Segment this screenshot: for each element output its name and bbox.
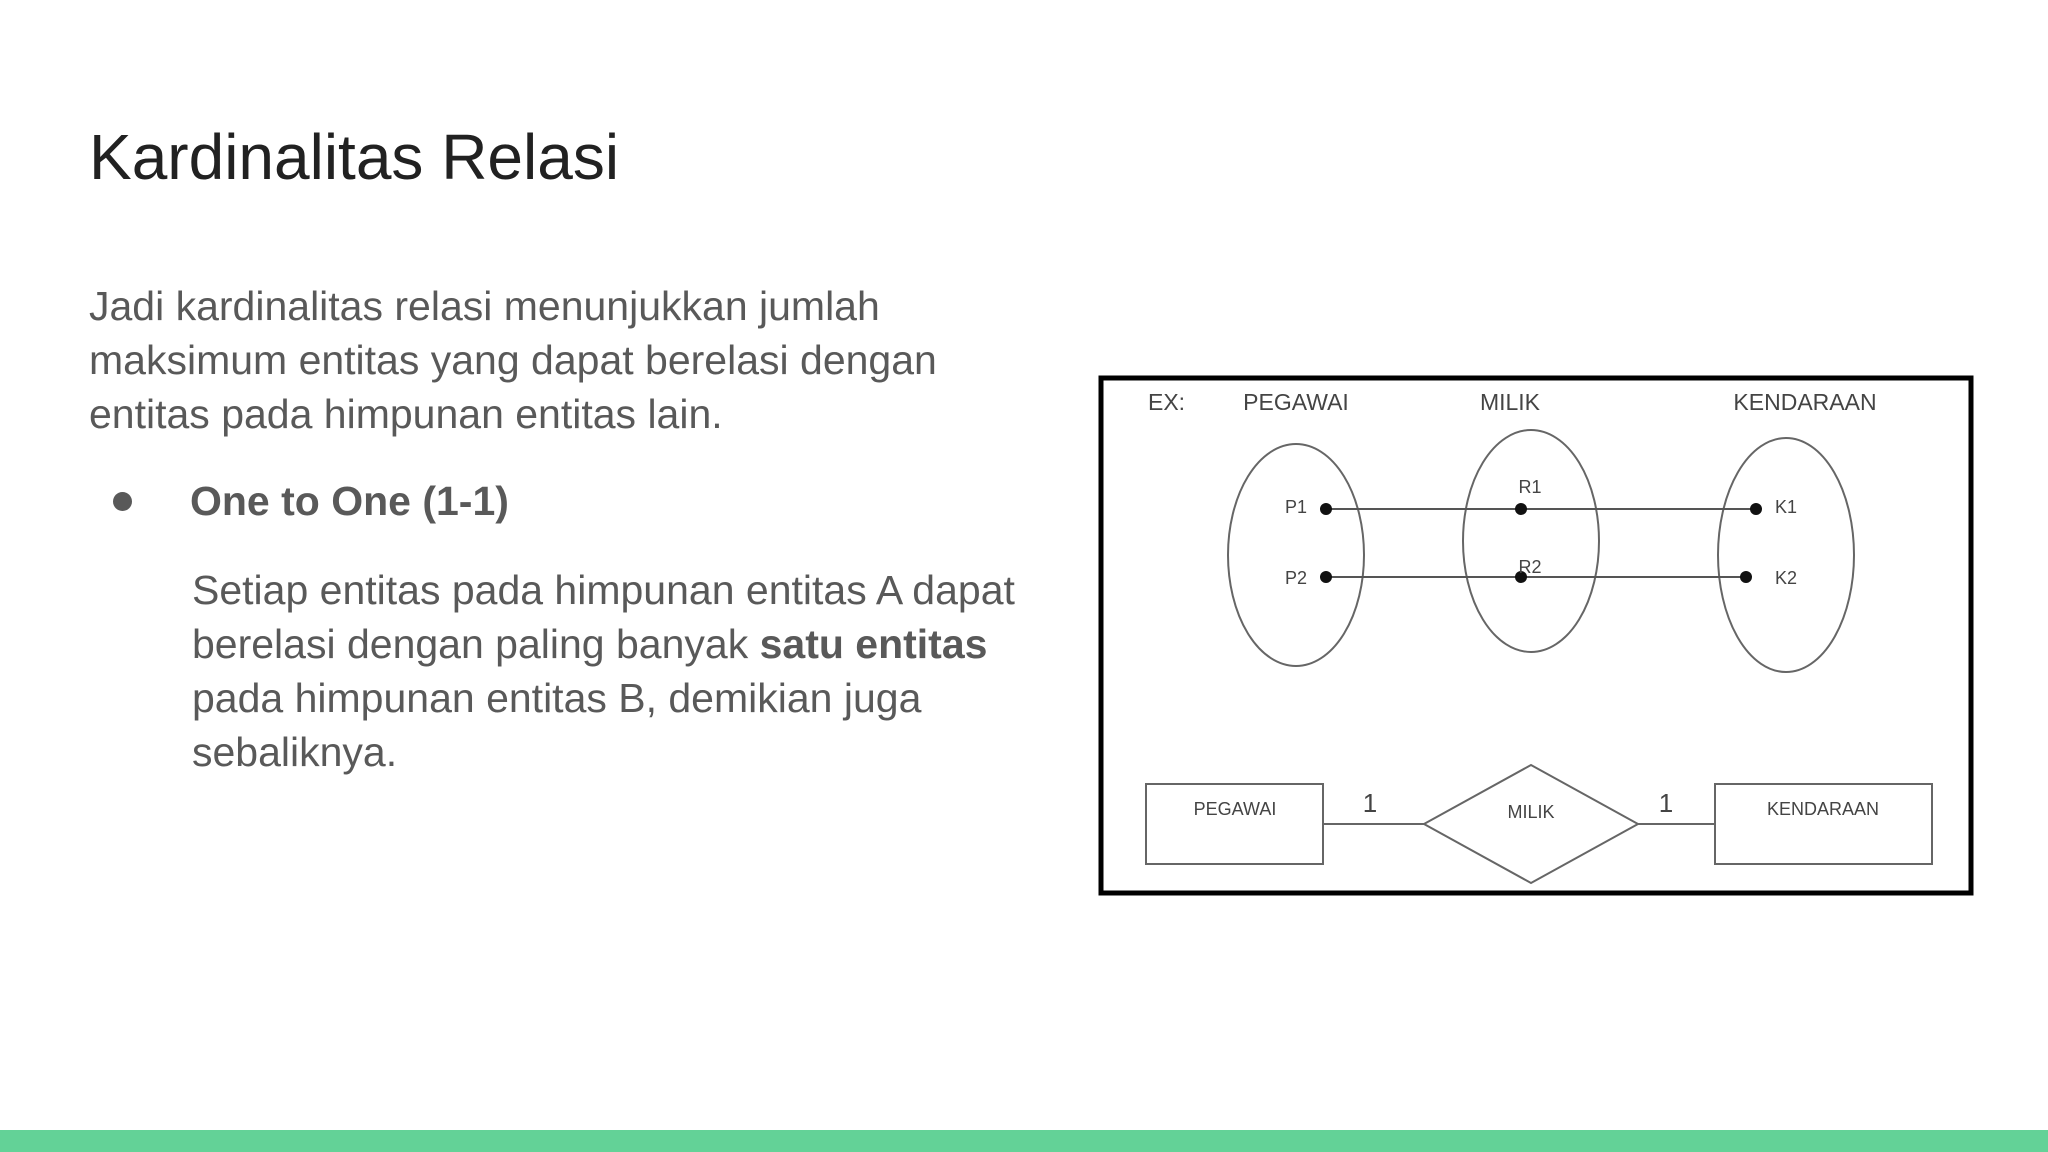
bullet-label: One to One (1-1): [190, 477, 509, 524]
set-header-pegawai: PEGAWAI: [1243, 389, 1349, 415]
point-r1: [1515, 503, 1527, 515]
er-entity-kendaraan-label: KENDARAAN: [1767, 799, 1879, 819]
intro-paragraph: Jadi kardinalitas relasi menunjukkan jum…: [89, 283, 937, 437]
point-p2: [1320, 571, 1332, 583]
one-to-one-diagram: EX: PEGAWAI MILIK KENDARAAN P1 P2 R1 R2 …: [1098, 375, 1974, 896]
diagram-frame: [1098, 375, 1974, 896]
set-ellipse-kendaraan: [1717, 437, 1855, 673]
bullet-dot: [113, 491, 132, 511]
label-k2: K2: [1775, 568, 1797, 588]
detail-text-bold: satu entitas: [759, 621, 988, 667]
detail-text-end: pada himpunan entitas B, demikian juga s…: [192, 675, 922, 775]
cardinality-left: 1: [1363, 788, 1377, 818]
bullet-detail: Setiap entitas pada himpunan entitas A d…: [192, 563, 1072, 779]
slide-title: Kardinalitas Relasi: [89, 121, 620, 193]
detail-text-start: Setiap entitas pada himpunan entitas A d…: [192, 567, 1015, 667]
point-k1: [1750, 503, 1762, 515]
footer-accent-bar: [0, 1130, 2048, 1152]
point-r2: [1515, 571, 1527, 583]
example-label: EX:: [1148, 389, 1185, 415]
set-ellipse-milik: [1462, 429, 1600, 653]
set-ellipse-pegawai: [1227, 443, 1365, 667]
er-entity-pegawai-label: PEGAWAI: [1194, 799, 1277, 819]
label-r2: R2: [1518, 557, 1541, 577]
point-p1: [1320, 503, 1332, 515]
label-p2: P2: [1285, 568, 1307, 588]
set-header-milik: MILIK: [1480, 389, 1541, 415]
point-k2: [1740, 571, 1752, 583]
set-header-kendaraan: KENDARAAN: [1733, 389, 1876, 415]
er-relationship-milik-label: MILIK: [1507, 802, 1554, 822]
cardinality-right: 1: [1659, 788, 1673, 818]
label-r1: R1: [1518, 477, 1541, 497]
label-k1: K1: [1775, 497, 1797, 517]
label-p1: P1: [1285, 497, 1307, 517]
bullet-item: One to One (1-1): [113, 474, 509, 528]
